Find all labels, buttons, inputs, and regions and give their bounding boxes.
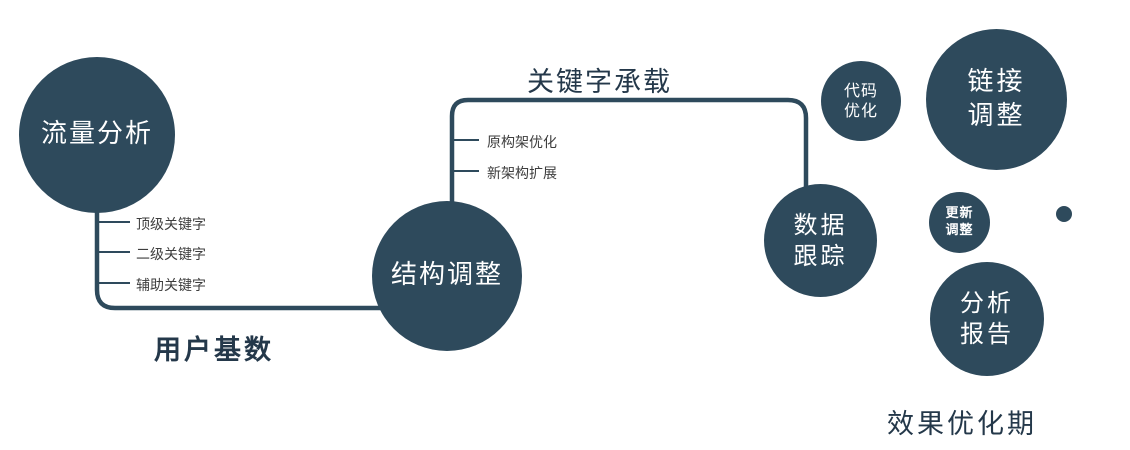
bullet-dot <box>1056 206 1072 222</box>
node-code-optimization: 代码 优化 <box>821 61 901 141</box>
branch-label-top-keywords: 顶级关键字 <box>136 217 206 233</box>
edge-label-user-base: 用户基数 <box>154 335 274 366</box>
connector-traffic-to-structure <box>94 205 395 311</box>
branch-label-original-architecture-optimization: 原构架优化 <box>487 135 557 151</box>
branch-label-new-architecture-expansion: 新架构扩展 <box>487 166 557 182</box>
edge-label-keyword-carrying: 关键字承载 <box>527 67 672 98</box>
branch-label-secondary-keywords: 二级关键字 <box>136 247 206 263</box>
node-link-adjustment: 链接 调整 <box>926 29 1067 170</box>
node-structure-adjustment: 结构调整 <box>372 201 522 351</box>
node-update-adjustment: 更新 调整 <box>929 192 990 253</box>
edge-label-effect-optimization-period: 效果优化期 <box>887 409 1037 440</box>
connector-structure-to-data-tracking <box>449 97 809 208</box>
branch-label-auxiliary-keywords: 辅助关键字 <box>136 278 206 294</box>
node-traffic-analysis: 流量分析 <box>19 57 175 213</box>
node-analysis-report: 分析 报告 <box>930 262 1044 376</box>
node-data-tracking: 数据 跟踪 <box>764 184 877 297</box>
